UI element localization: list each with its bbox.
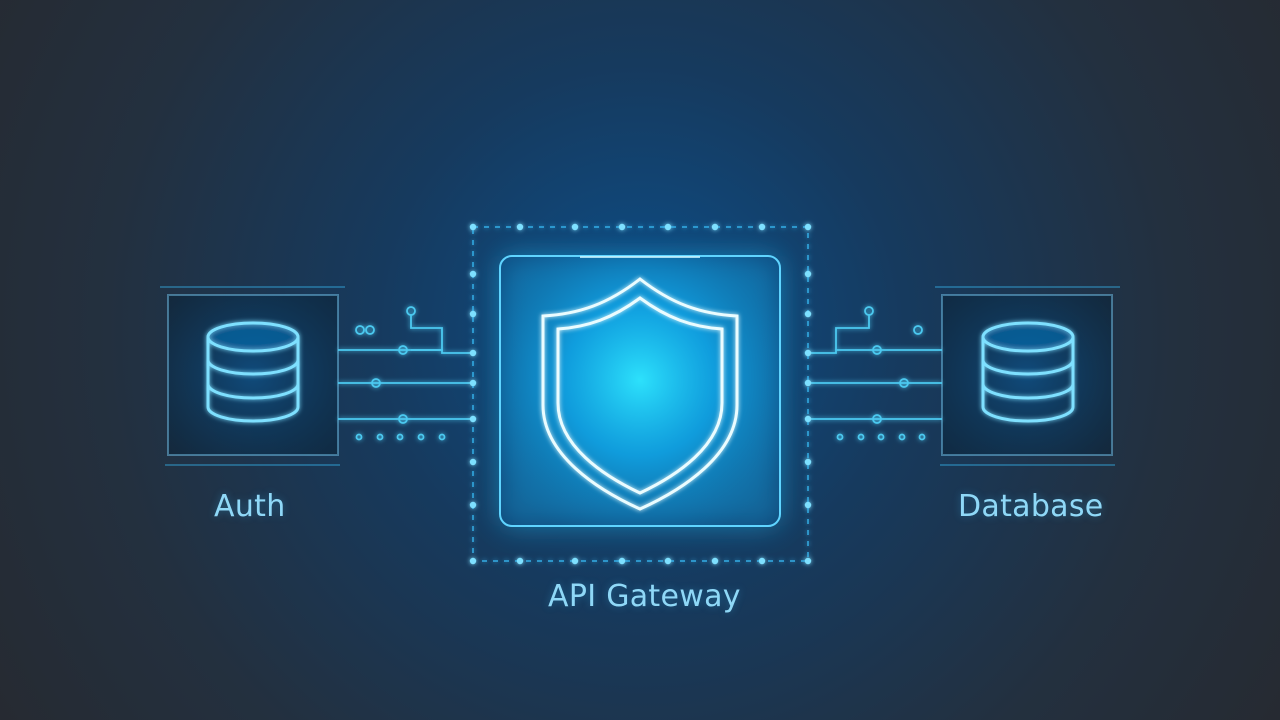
database-icon bbox=[206, 321, 300, 423]
frame-node-dot bbox=[469, 501, 477, 509]
frame-node-dot bbox=[618, 223, 626, 231]
frame-node-dot bbox=[571, 557, 579, 565]
auth-node bbox=[160, 286, 345, 466]
frame-node-dot bbox=[469, 458, 477, 466]
gateway-frame bbox=[469, 223, 812, 565]
database-icon bbox=[981, 321, 1075, 423]
frame-node-dot bbox=[804, 501, 812, 509]
database-node bbox=[935, 286, 1120, 466]
frame-node-dot bbox=[571, 223, 579, 231]
auth-label: Auth bbox=[214, 489, 286, 524]
frame-node-dot bbox=[469, 223, 477, 231]
frame-node-dot bbox=[804, 349, 812, 357]
frame-node-dot bbox=[758, 223, 766, 231]
frame-node-dot bbox=[758, 557, 766, 565]
frame-node-dot bbox=[804, 379, 812, 387]
frame-node-dot bbox=[469, 270, 477, 278]
frame-node-dot bbox=[516, 557, 524, 565]
frame-node-dot bbox=[469, 415, 477, 423]
frame-node-dot bbox=[469, 379, 477, 387]
frame-node-dot bbox=[804, 270, 812, 278]
frame-node-dot bbox=[664, 557, 672, 565]
frame-node-dot bbox=[711, 223, 719, 231]
frame-node-dot bbox=[804, 415, 812, 423]
frame-node-dot bbox=[804, 223, 812, 231]
frame-node-dot bbox=[711, 557, 719, 565]
frame-node-dot bbox=[469, 557, 477, 565]
frame-node-dot bbox=[469, 349, 477, 357]
database-label: Database bbox=[958, 489, 1104, 524]
gateway-node bbox=[469, 223, 812, 565]
frame-node-dot bbox=[804, 458, 812, 466]
gateway-database-connector bbox=[808, 306, 942, 441]
frame-node-dot bbox=[804, 557, 812, 565]
frame-node-dot bbox=[664, 223, 672, 231]
frame-node-dot bbox=[618, 557, 626, 565]
shield-icon bbox=[541, 277, 739, 511]
gateway-label: API Gateway bbox=[548, 579, 741, 614]
auth-gateway-connector bbox=[338, 306, 470, 441]
frame-node-dot bbox=[804, 310, 812, 318]
frame-node-dot bbox=[516, 223, 524, 231]
frame-node-dot bbox=[469, 310, 477, 318]
